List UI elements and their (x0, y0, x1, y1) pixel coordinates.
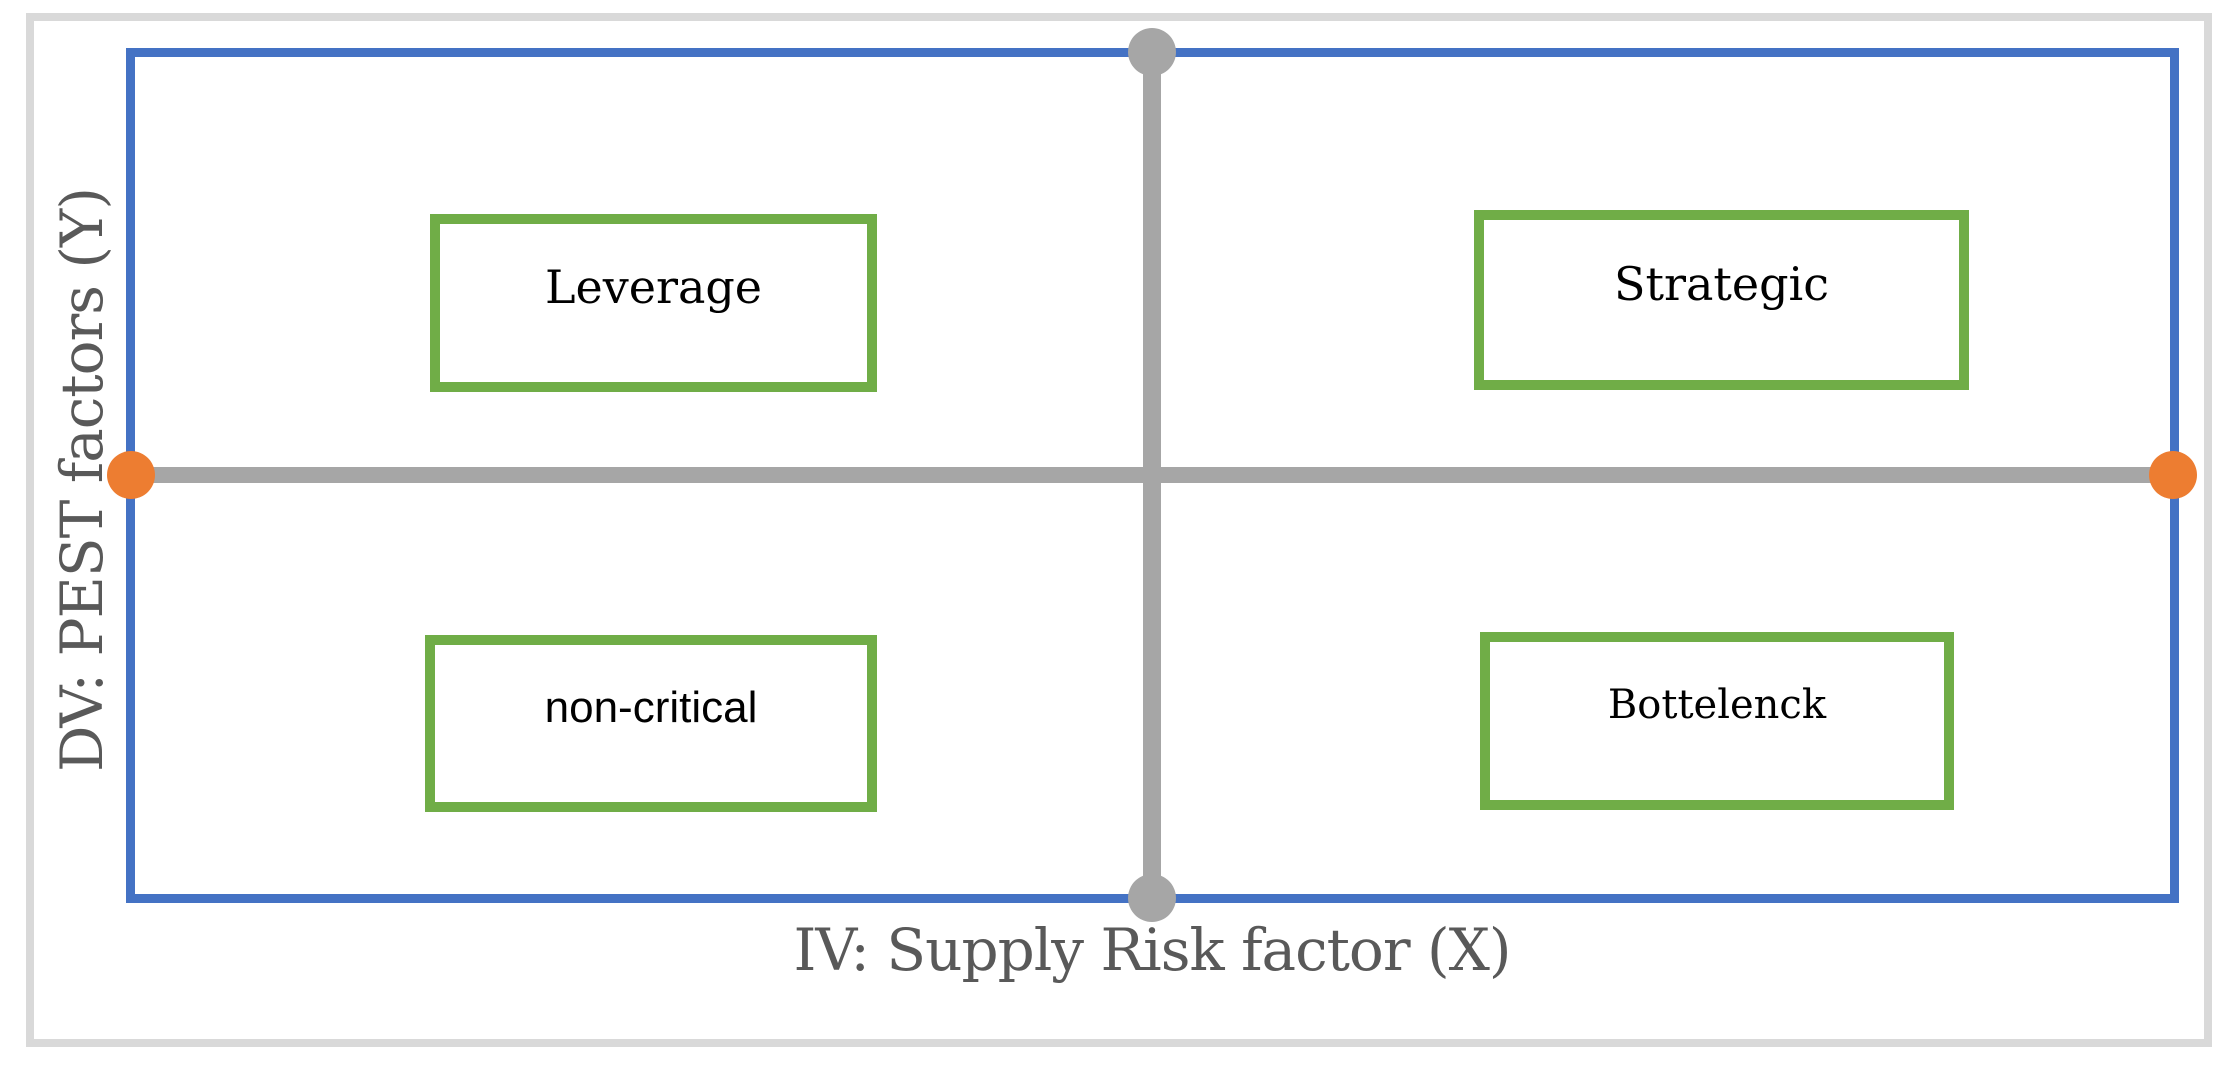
figure-frame (26, 13, 2212, 1047)
quadrant-label-strategic: Strategic (1613, 257, 1830, 311)
y-axis-endpoint-bottom-dot (1128, 874, 1176, 922)
quadrant-label-non-critical: non-critical (544, 682, 758, 732)
x-axis-endpoint-left-dot (107, 451, 155, 499)
quadrant-box-non-critical: non-critical (425, 635, 877, 812)
x-axis-label: IV: Supply Risk factor (X) (793, 916, 1511, 984)
quadrant-box-bottleneck: Bottelenck (1480, 632, 1954, 810)
y-axis-label: DV: PEST factors (Y) (48, 188, 116, 772)
quadrant-box-leverage: Leverage (430, 214, 877, 392)
quadrant-box-strategic: Strategic (1474, 210, 1969, 390)
x-axis-endpoint-right-dot (2149, 451, 2197, 499)
quadrant-label-leverage: Leverage (544, 260, 763, 314)
quadrant-label-bottleneck: Bottelenck (1607, 682, 1827, 728)
x-axis-line (131, 467, 2173, 483)
y-axis-endpoint-top-dot (1128, 28, 1176, 76)
